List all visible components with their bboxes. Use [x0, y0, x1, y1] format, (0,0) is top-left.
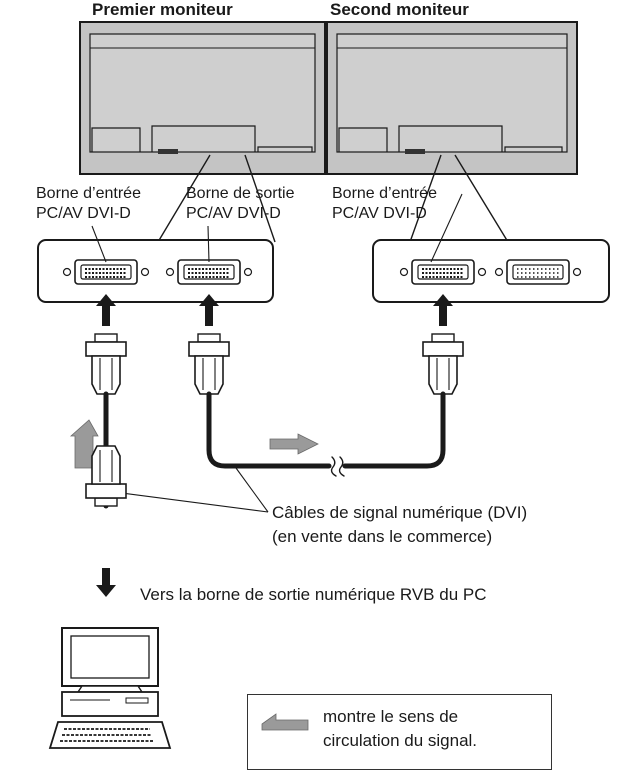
pc-output-label: Vers la borne de sortie numérique RVB du…: [140, 585, 487, 604]
dvi-plug-1: [85, 333, 127, 395]
second-monitor: [326, 21, 578, 175]
first-monitor-title: Premier moniteur: [92, 0, 233, 19]
legend-arrow-icon: [261, 713, 309, 731]
second-monitor-terminal-panel: [372, 239, 610, 303]
signal-direction-arrow-right: [269, 433, 319, 455]
connect-arrows: [96, 294, 453, 597]
cable-callout-lines: [113, 467, 269, 513]
up-arrow-1: [96, 294, 116, 326]
input-terminal-label-2: Borne d’entrée PC/AV DVI-D: [332, 185, 437, 222]
up-arrow-3: [433, 294, 453, 326]
first-monitor: [79, 21, 326, 175]
cable-label: Câbles de signal numérique (DVI) (en ven…: [272, 503, 528, 546]
dvi-plug-pc: [85, 445, 127, 507]
dvi-plug-2: [188, 333, 230, 395]
second-monitor-title: Second moniteur: [330, 0, 469, 19]
output-terminal-label: Borne de sortie PC/AV DVI-D: [186, 185, 295, 222]
down-arrow-pc: [96, 568, 116, 597]
label-leader-lines: [91, 193, 463, 263]
dvi-plug-3: [422, 333, 464, 395]
callout-lines: [157, 154, 509, 243]
dvi-input-port-2: [399, 259, 487, 285]
dvi-input-port-1: [62, 259, 150, 285]
pc-computer: [48, 627, 172, 749]
dvi-output-port: [165, 259, 253, 285]
legend-text: montre le sens de circulation du signal.: [323, 707, 478, 750]
legend-box: [247, 694, 552, 770]
dvi-cable-2: [206, 391, 446, 477]
input-terminal-label-1: Borne d’entrée PC/AV DVI-D: [36, 185, 141, 222]
first-monitor-terminal-panel: [37, 239, 274, 303]
unused-port: [494, 259, 582, 285]
up-arrow-2: [199, 294, 219, 326]
